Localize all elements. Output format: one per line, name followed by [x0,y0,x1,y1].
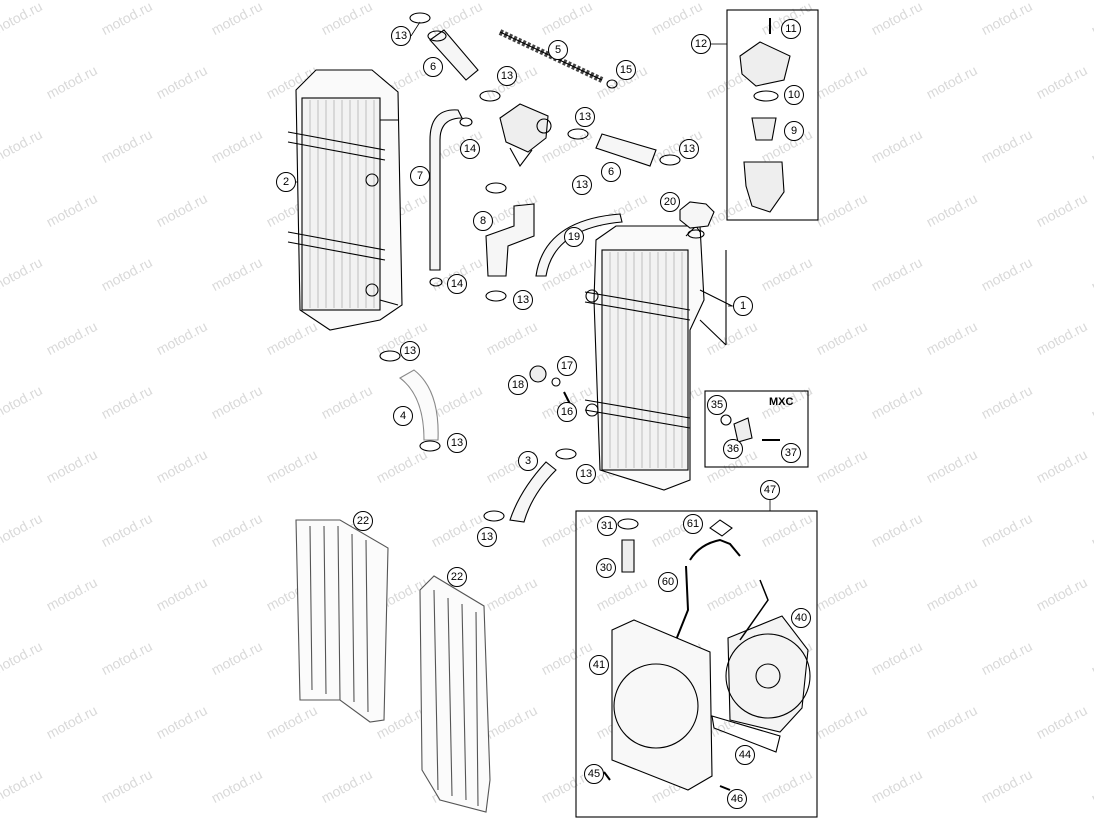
callout-22: 22 [353,511,373,531]
callout-13: 13 [477,527,497,547]
fan-kit-box [575,510,818,818]
callout-37: 37 [781,443,801,463]
callout-12: 12 [691,34,711,54]
callout-14: 14 [447,274,467,294]
callout-36: 36 [723,439,743,459]
callout-5: 5 [548,40,568,60]
mxc-box [704,390,809,468]
callout-31: 31 [597,516,617,536]
callout-8: 8 [473,211,493,231]
callout-16: 16 [557,402,577,422]
radiator-cap [679,201,715,239]
hose-clamps [379,12,681,522]
hose-6-upper [427,29,479,81]
callout-19: 19 [564,227,584,247]
shroud-right [419,575,491,813]
callout-13: 13 [400,341,420,361]
water-pump [499,103,552,168]
callout-22: 22 [447,567,467,587]
callout-14: 14 [460,139,480,159]
radiator-right [584,225,733,491]
callout-40: 40 [791,608,811,628]
hose-7 [429,109,463,271]
thermostat-box [726,9,819,221]
radiator-left [287,69,403,331]
callout-1: 1 [733,296,753,316]
callout-7: 7 [410,166,430,186]
mxc-label: MXC [769,396,794,408]
callout-17: 17 [557,356,577,376]
callout-13: 13 [391,26,411,46]
hose-4 [399,369,439,441]
callout-18: 18 [508,375,528,395]
callout-35: 35 [707,395,727,415]
callout-13: 13 [679,139,699,159]
callout-13: 13 [575,107,595,127]
callout-13: 13 [497,66,517,86]
callout-41: 41 [589,655,609,675]
callout-11: 11 [781,19,801,39]
callout-6: 6 [423,57,443,77]
callout-13: 13 [576,464,596,484]
callout-61: 61 [683,514,703,534]
callout-6: 6 [601,162,621,182]
callout-9: 9 [784,121,804,141]
callout-4: 4 [393,406,413,426]
hose-6-lower [595,133,657,167]
shroud-left [295,519,389,723]
callout-47: 47 [760,480,780,500]
callout-15: 15 [616,60,636,80]
callout-10: 10 [784,85,804,105]
callout-13: 13 [513,290,533,310]
callout-2: 2 [276,172,296,192]
callout-30: 30 [596,558,616,578]
hose-8 [485,203,535,277]
callout-46: 46 [727,789,747,809]
callout-13: 13 [447,433,467,453]
hose-3 [509,461,557,523]
callout-45: 45 [584,764,604,784]
callout-60: 60 [658,572,678,592]
callout-20: 20 [660,192,680,212]
callout-13: 13 [572,175,592,195]
callout-44: 44 [735,745,755,765]
callout-3: 3 [518,451,538,471]
hose-19 [535,213,623,277]
